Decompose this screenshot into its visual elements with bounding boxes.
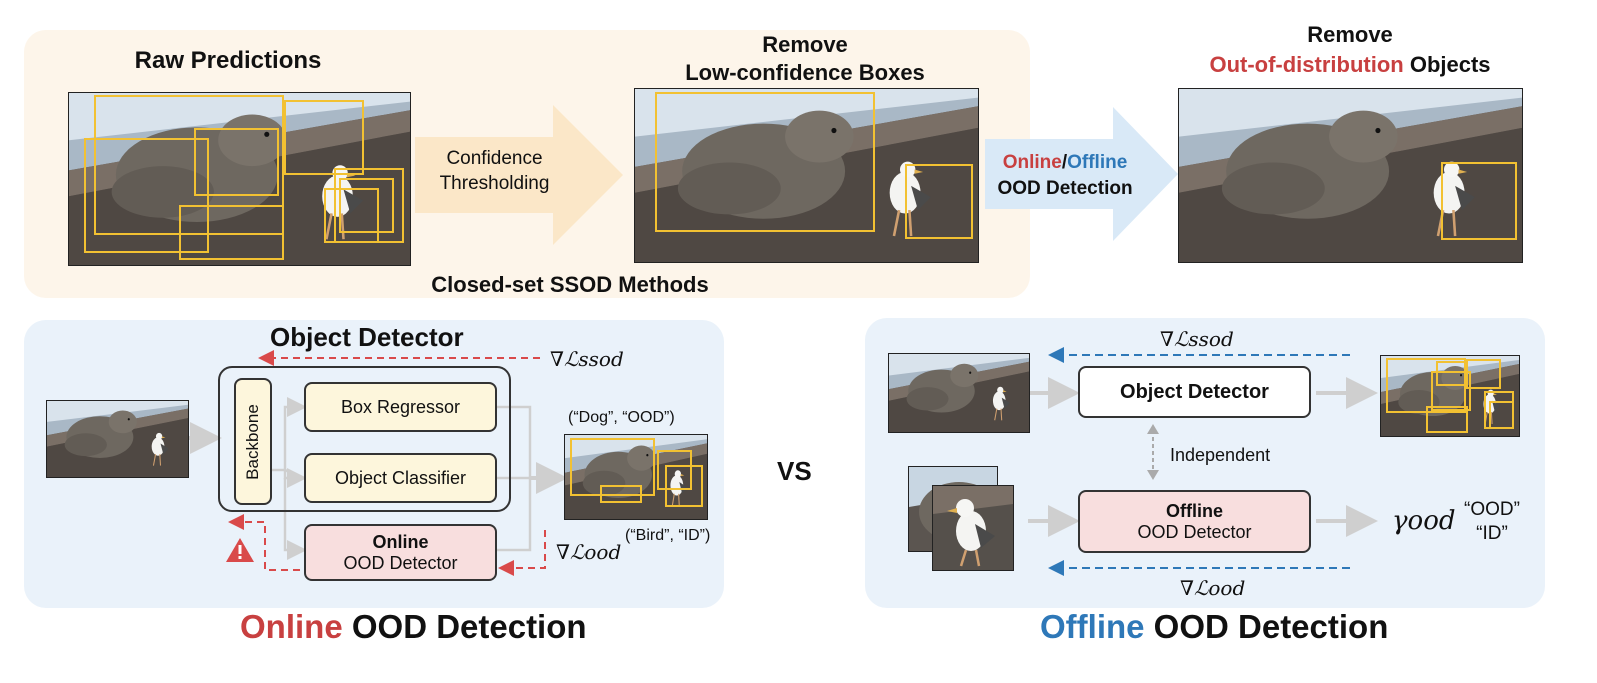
pred-box — [600, 485, 642, 503]
in-distribution-image — [1178, 88, 1523, 263]
online-grad-ood: ∇ℒood — [556, 540, 622, 564]
online-output-image — [564, 434, 708, 520]
offline-ood-detector-module: Offline OOD Detector — [1078, 490, 1311, 553]
pred-box — [1436, 361, 1468, 386]
closed-set-label: Closed-set SSOD Methods — [431, 272, 709, 297]
offline-input-image — [888, 353, 1030, 433]
confidence-arrow — [415, 105, 623, 245]
pred-box — [284, 100, 364, 175]
offline-object-detector-module: Object Detector — [1078, 366, 1311, 418]
ood-detection-arrow — [985, 107, 1178, 241]
pred-box — [1489, 401, 1514, 429]
object-classifier-module: Object Classifier — [304, 453, 497, 503]
pred-box — [194, 128, 279, 196]
backbone-module: Backbone — [234, 378, 272, 505]
ood-arrow-label: Online/Offline OOD Detection — [997, 152, 1133, 199]
pred-box — [84, 138, 209, 253]
pred-box — [179, 205, 284, 260]
vs-label: VS — [777, 456, 812, 486]
online-input-image — [46, 400, 189, 478]
remove-ood-title: Remove Out-of-distribution Objects — [1209, 22, 1491, 77]
high-confidence-image — [634, 88, 979, 263]
pred-box — [1426, 406, 1468, 433]
offline-output-image — [1380, 355, 1520, 437]
raw-predictions-title: Raw Predictions — [134, 47, 322, 74]
offline-grad-ood: ∇ℒood — [1180, 576, 1246, 600]
pred-box — [1441, 162, 1517, 240]
online-grad-ssod: ∇ℒssod — [550, 347, 624, 371]
pred-box — [905, 164, 973, 239]
pred-box — [1431, 371, 1471, 411]
online-caption: Online OOD Detection — [240, 608, 587, 645]
gamma-ood: γood — [1392, 506, 1456, 536]
crop-image-front — [932, 485, 1014, 571]
pred-box — [94, 95, 284, 235]
pred-box — [324, 188, 379, 243]
pred-box — [1466, 359, 1501, 389]
online-detector-box — [218, 366, 511, 512]
box-regressor-module: Box Regressor — [304, 382, 497, 432]
offline-output-labels: “OOD” “ID” — [1464, 499, 1520, 544]
pred-box — [655, 92, 875, 232]
remove-low-conf-title: Remove Low-confidence Boxes — [685, 32, 925, 85]
label-bird: (“Bird”, “ID”) — [625, 527, 711, 544]
offline-grad-ssod: ∇ℒssod — [1160, 327, 1234, 351]
online-detector-title: Object Detector — [270, 322, 464, 352]
independent-label: Independent — [1170, 445, 1271, 465]
online-ood-detector-module: Online OOD Detector — [304, 524, 497, 581]
pred-box — [570, 438, 655, 496]
label-dog: (“Dog”, “OOD”) — [568, 409, 675, 426]
pred-box — [339, 178, 394, 233]
raw-predictions-image — [68, 92, 411, 266]
pred-box — [657, 450, 692, 490]
confidence-label: Confidence Thresholding — [439, 148, 550, 194]
pred-box — [665, 465, 703, 507]
offline-caption: Offline OOD Detection — [1040, 608, 1389, 645]
